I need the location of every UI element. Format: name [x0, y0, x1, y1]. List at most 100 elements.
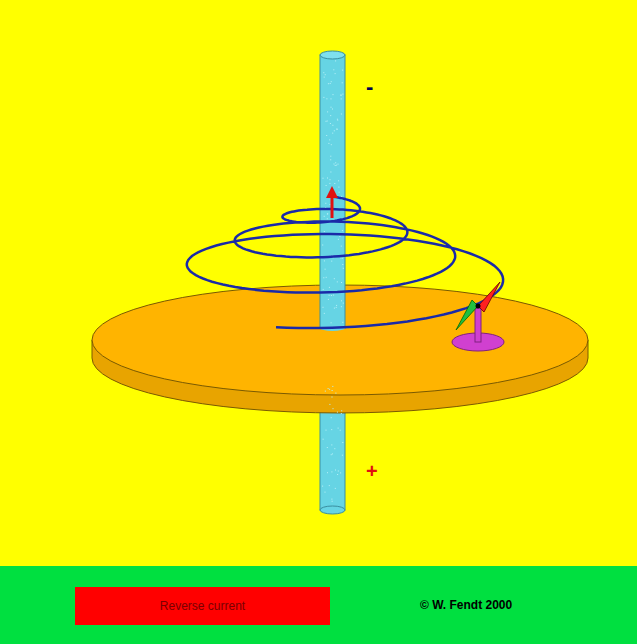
wire-speckle	[322, 486, 323, 487]
wire-speckle	[331, 454, 332, 455]
wire-speckle	[334, 183, 335, 184]
wire-speckle	[341, 95, 342, 96]
wire-speckle	[341, 300, 342, 301]
wire-speckle	[334, 448, 335, 449]
wire-top	[320, 51, 345, 59]
wire-speckle	[338, 180, 339, 181]
wire-speckle	[325, 269, 326, 270]
wire-speckle	[338, 239, 339, 240]
wire-speckle	[324, 216, 325, 217]
wire-speckle	[326, 121, 327, 122]
wire-speckle	[332, 453, 333, 454]
wire-speckle	[323, 178, 324, 179]
wire-speckle	[342, 94, 343, 95]
wire-speckle	[325, 391, 326, 392]
wire-speckle	[334, 130, 335, 131]
wire-speckle	[343, 303, 344, 304]
wire-speckle	[331, 98, 332, 99]
wire-speckle	[327, 213, 328, 214]
wire-speckle	[342, 258, 343, 259]
wire-speckle	[334, 308, 335, 309]
wire-speckle	[341, 282, 342, 283]
wire-speckle	[327, 178, 328, 179]
wire-speckle	[341, 413, 342, 414]
field-line	[187, 197, 503, 328]
wire-end	[320, 506, 345, 514]
wire-speckle	[323, 439, 324, 440]
wire-speckle	[337, 119, 338, 120]
wire-speckle	[337, 120, 338, 121]
wire-speckle	[333, 69, 334, 70]
wire-speckle	[331, 107, 332, 108]
wire-speckle	[330, 83, 331, 84]
wire-speckle	[342, 442, 343, 443]
button-box: Reverse current	[75, 587, 330, 625]
wire-speckle	[339, 236, 340, 237]
wire-speckle	[339, 192, 340, 193]
wire-speckle	[342, 82, 343, 83]
wire-speckle	[338, 164, 339, 165]
wire-speckle	[324, 313, 325, 314]
copyright-note: © W. Fendt 2000	[420, 598, 512, 612]
wire-speckle	[341, 196, 342, 197]
wire-speckle	[328, 83, 329, 84]
wire-speckle	[335, 73, 336, 74]
wire-speckle	[341, 246, 342, 247]
wire-speckle	[342, 70, 343, 71]
wire-speckle	[340, 430, 341, 431]
wire-speckle	[329, 295, 330, 296]
wire-speckle	[324, 260, 325, 261]
wire-speckle	[338, 187, 339, 188]
wire-speckle	[331, 261, 332, 262]
polarity-minus: -	[366, 74, 373, 100]
wire-speckle	[330, 179, 331, 180]
wire-speckle	[337, 412, 338, 413]
wire-speckle	[323, 72, 324, 73]
wire-speckle	[324, 77, 325, 78]
compass-south	[456, 300, 478, 330]
wire-speckle	[335, 488, 336, 489]
wire-speckle	[326, 430, 327, 431]
wire-speckle	[331, 144, 332, 145]
wire-speckle	[326, 277, 327, 278]
wire-speckle	[330, 172, 331, 173]
wire-speckle	[326, 98, 327, 99]
wire-speckle	[342, 264, 343, 265]
current-arrow	[331, 196, 334, 218]
wire-speckle	[327, 472, 328, 473]
wire-speckle	[331, 429, 332, 430]
wire-speckle	[336, 129, 337, 130]
wire-speckle	[335, 470, 336, 471]
wire-speckle	[340, 472, 341, 473]
wire-speckle	[336, 165, 337, 166]
wire-speckle	[330, 115, 331, 116]
wire-speckle	[335, 162, 336, 163]
wire-speckle	[333, 408, 334, 409]
wire-speckle	[332, 390, 333, 391]
wire-speckle	[329, 183, 330, 184]
wire-speckle	[342, 322, 343, 323]
wire-speckle	[336, 305, 337, 306]
wire-speckle	[341, 114, 342, 115]
wire-speckle	[328, 299, 329, 300]
wire-speckle	[335, 165, 336, 166]
wire-speckle	[343, 268, 344, 269]
compass-north	[478, 282, 500, 312]
wire-speckle	[328, 143, 329, 144]
wire-speckle	[331, 499, 332, 500]
wire-speckle	[329, 404, 330, 405]
wire-speckle	[327, 121, 328, 122]
wire-speckle	[341, 98, 342, 99]
wire-speckle	[342, 230, 343, 231]
wire-speckle	[330, 156, 331, 157]
wire-speckle	[338, 471, 339, 472]
wire-speckle	[334, 164, 335, 165]
wire-speckle	[329, 389, 330, 390]
wire-speckle	[332, 397, 333, 398]
wire-speckle	[325, 203, 326, 204]
wire-speckle	[341, 306, 342, 307]
wire-speckle	[327, 218, 328, 219]
compass-post	[475, 308, 481, 342]
wire-speckle	[329, 485, 330, 486]
wire-speckle	[322, 245, 323, 246]
